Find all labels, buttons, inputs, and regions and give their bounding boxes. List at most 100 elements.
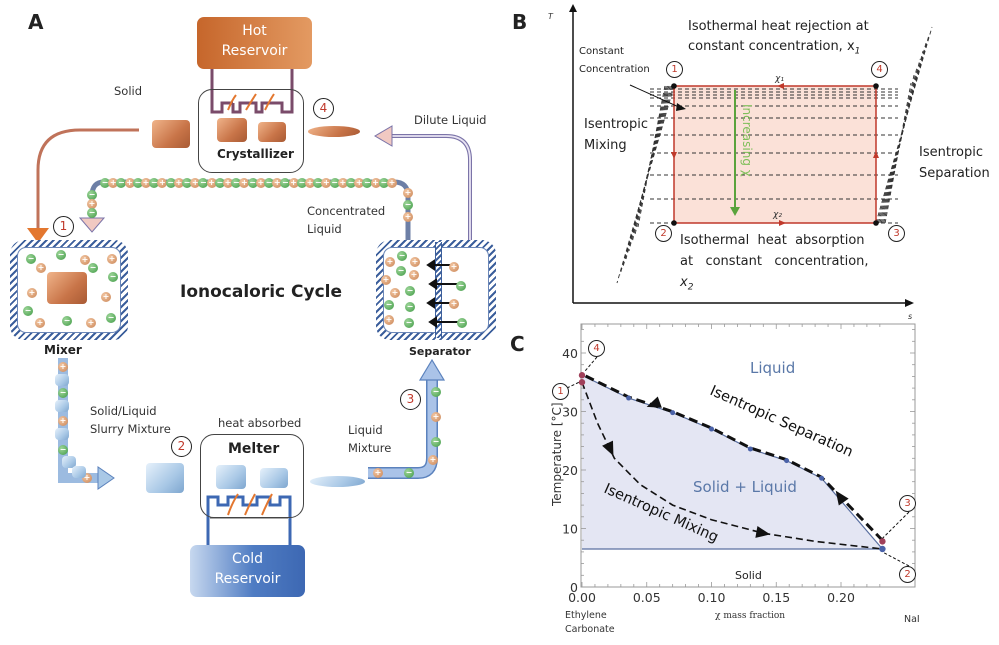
state-4-marker-c: 4 [588,340,605,357]
slurry-line1: Solid/Liquid [90,404,157,418]
heat-arrow-melter-2 [244,493,256,516]
panel-c-letter: C [510,332,525,356]
panel-a-letter: A [28,10,44,34]
mixer-crystal [47,272,87,304]
isentropic-separation-line [880,58,921,224]
y-tick-label: 30 [562,405,578,420]
separation-line1: Isentropic [919,145,983,160]
melter-ice-2 [260,468,288,488]
panel-a: A Hot Reservoir [10,10,496,597]
t-axis-label: T [548,12,554,21]
slurry-label: Solid/Liquid Slurry Mixture [90,402,171,438]
plot-frame [580,323,916,588]
state-2-marker-c: 2 [899,566,916,583]
x-axis-label: χ mass fraction [715,611,785,621]
liquidus-point [747,446,753,452]
x-right-component: NaI [904,614,920,625]
bottom-label-line2: at constant concentration, [680,254,869,269]
y-axis-label: Temperature [°C] [550,402,564,507]
arrow-bottom-right [779,220,786,226]
constant-concentration-arrowhead [676,103,686,111]
state-point-3 [879,538,886,545]
x-left-component: Ethylene Carbonate [565,609,615,637]
heat-absorbed-label: heat absorbed [218,416,302,430]
separation-arrowhead-1 [646,396,662,408]
state-1-marker-c: 1 [552,383,569,400]
top-label-line2: constant concentration, x1 [688,37,869,62]
separator-label: Separator [409,345,471,358]
isentropic-mixing-path [581,381,883,550]
constant-line2: Concentration [579,64,650,75]
isentropic-mixing-label-b: Isentropic Mixing [584,114,648,156]
solid-crystal [152,120,190,148]
corner-4-dot [873,83,879,89]
hot-pipe-left [210,66,233,114]
isentropic-mixing-line [625,85,671,260]
heat-arrow-melter-3 [261,493,273,516]
mixing-arrowhead-2 [755,526,771,538]
crystallizer-solid-2 [258,122,286,142]
state-4-marker-a: 4 [313,98,334,119]
state-4-marker-b: 4 [871,61,888,78]
solid-liquid-region [582,375,883,549]
separator-arrows [426,259,460,328]
isentropic-separation-label-b: Isentropic Separation [919,142,990,184]
ts-diagram: Increasing χ T s χ₁ χ₂ [548,4,933,320]
mixer-label: Mixer [44,343,82,357]
slurry-line2: Slurry Mixture [90,422,171,436]
concentrated-liquid-label: Concentrated Liquid [307,202,385,238]
crystallizer-box [198,89,304,173]
state-3-marker-b: 3 [888,225,905,242]
liquidus-point [670,410,676,416]
mixing-line1: Isentropic [584,117,648,132]
state-point-2 [879,545,886,553]
isentropic-separation-line [884,82,912,224]
melter-label: Melter [228,441,280,457]
y-tick-label: 10 [562,522,578,537]
x-left-line1: Ethylene [565,610,607,621]
cold-reservoir-line1: Cold [231,551,264,567]
slurry-arrow-head [97,466,115,490]
concentrated-line1: Concentrated [307,204,386,218]
melter-ice-1 [216,465,246,489]
pointer-state-3 [882,511,910,539]
liquid-blob [310,476,365,487]
panel-b: B Increasing χ T s χ₁ χ₂ [505,0,999,320]
crystallizer-solid-1 [217,118,247,142]
y-tick-label: 20 [562,463,578,478]
slurry-ice [146,463,184,493]
heat-arrow-crystallizer-1 [227,94,237,111]
cycle-area [674,86,876,223]
constant-line1: Constant [579,46,624,57]
pointer-state-4 [583,356,598,373]
separation-line2: Separation [919,166,990,181]
tick-marks [581,324,915,588]
hot-pipe-mid [231,101,270,114]
state-pointers [566,356,910,567]
arrow-left-down [671,152,677,159]
top-label-line2-text: constant concentration, x [688,39,855,54]
increasing-chi-label: Increasing χ [740,104,754,177]
bottom-label: Isothermal heat absorption at constant c… [680,230,869,299]
solid-arrow-path [36,128,139,228]
cycle-title: Ionocaloric Cycle [180,282,343,302]
bottom-label-line3: x2 [680,272,869,299]
isentropic-mixing-line [634,85,667,236]
isentropic-separation-line [883,74,915,224]
hot-reservoir-line1: Hot [242,23,267,39]
chi2-label: χ₂ [772,210,782,220]
constant-concentration-pointer [629,84,682,109]
s-axis-arrow [905,299,914,307]
state-point-1 [578,379,586,386]
s-axis-label: s [908,312,912,320]
dilute-arrow-inner [392,135,471,240]
bottom-label-subscript: 2 [687,282,694,293]
x-tick-label: 0.15 [762,590,790,605]
increasing-chi-arrowhead [730,207,740,216]
liquid-mixture-label: Liquid Mixture [348,421,391,457]
pointer-state-2 [882,551,910,567]
cold-reservoir-line2: Reservoir [214,571,281,587]
corner-3-dot [873,220,879,226]
solid-arrow-head [27,228,49,243]
